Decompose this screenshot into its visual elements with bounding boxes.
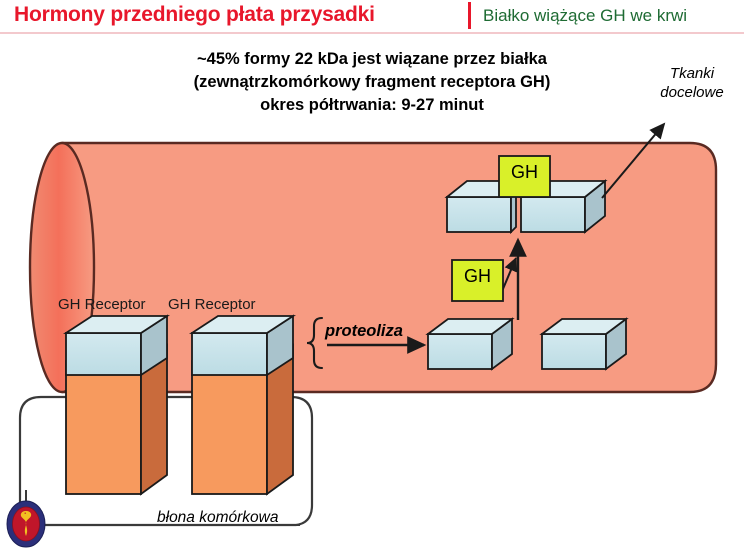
fragment-cube-b [539,317,629,371]
target-tissue-line-2: docelowe [660,84,724,101]
gh-label-top: GH [511,162,538,182]
gh-receptor-label-2: GH Receptor [168,296,256,313]
gh-receptor-label-1: GH Receptor [58,296,146,313]
gh-molecule-middle [451,259,504,302]
arrow-up-right-icon [601,122,666,199]
page-title: Hormony przedniego płata przysadki [14,3,375,26]
proteolysis-label: proteoliza [325,322,403,340]
header-subtitle: Białko wiążące GH we krwi [483,6,688,25]
gh-label-middle: GH [464,266,491,286]
fragment-cube-a [425,317,515,371]
gh-receptor-1 [62,314,171,496]
membrane-label: błona komórkowa [157,509,279,526]
target-tissue-line-1: Tkanki [669,65,715,82]
header-divider [468,2,471,29]
gh-receptor-2 [188,314,297,496]
university-crest-icon [6,500,46,548]
gh-molecule-top [498,155,551,198]
curly-bracket-icon [306,316,324,370]
header-rule [0,32,744,34]
slide-header: Hormony przedniego płata przysadki Białk… [0,0,744,34]
bound-complex-cube-left [444,180,517,235]
target-tissue-label: Tkanki docelowe [640,64,744,102]
